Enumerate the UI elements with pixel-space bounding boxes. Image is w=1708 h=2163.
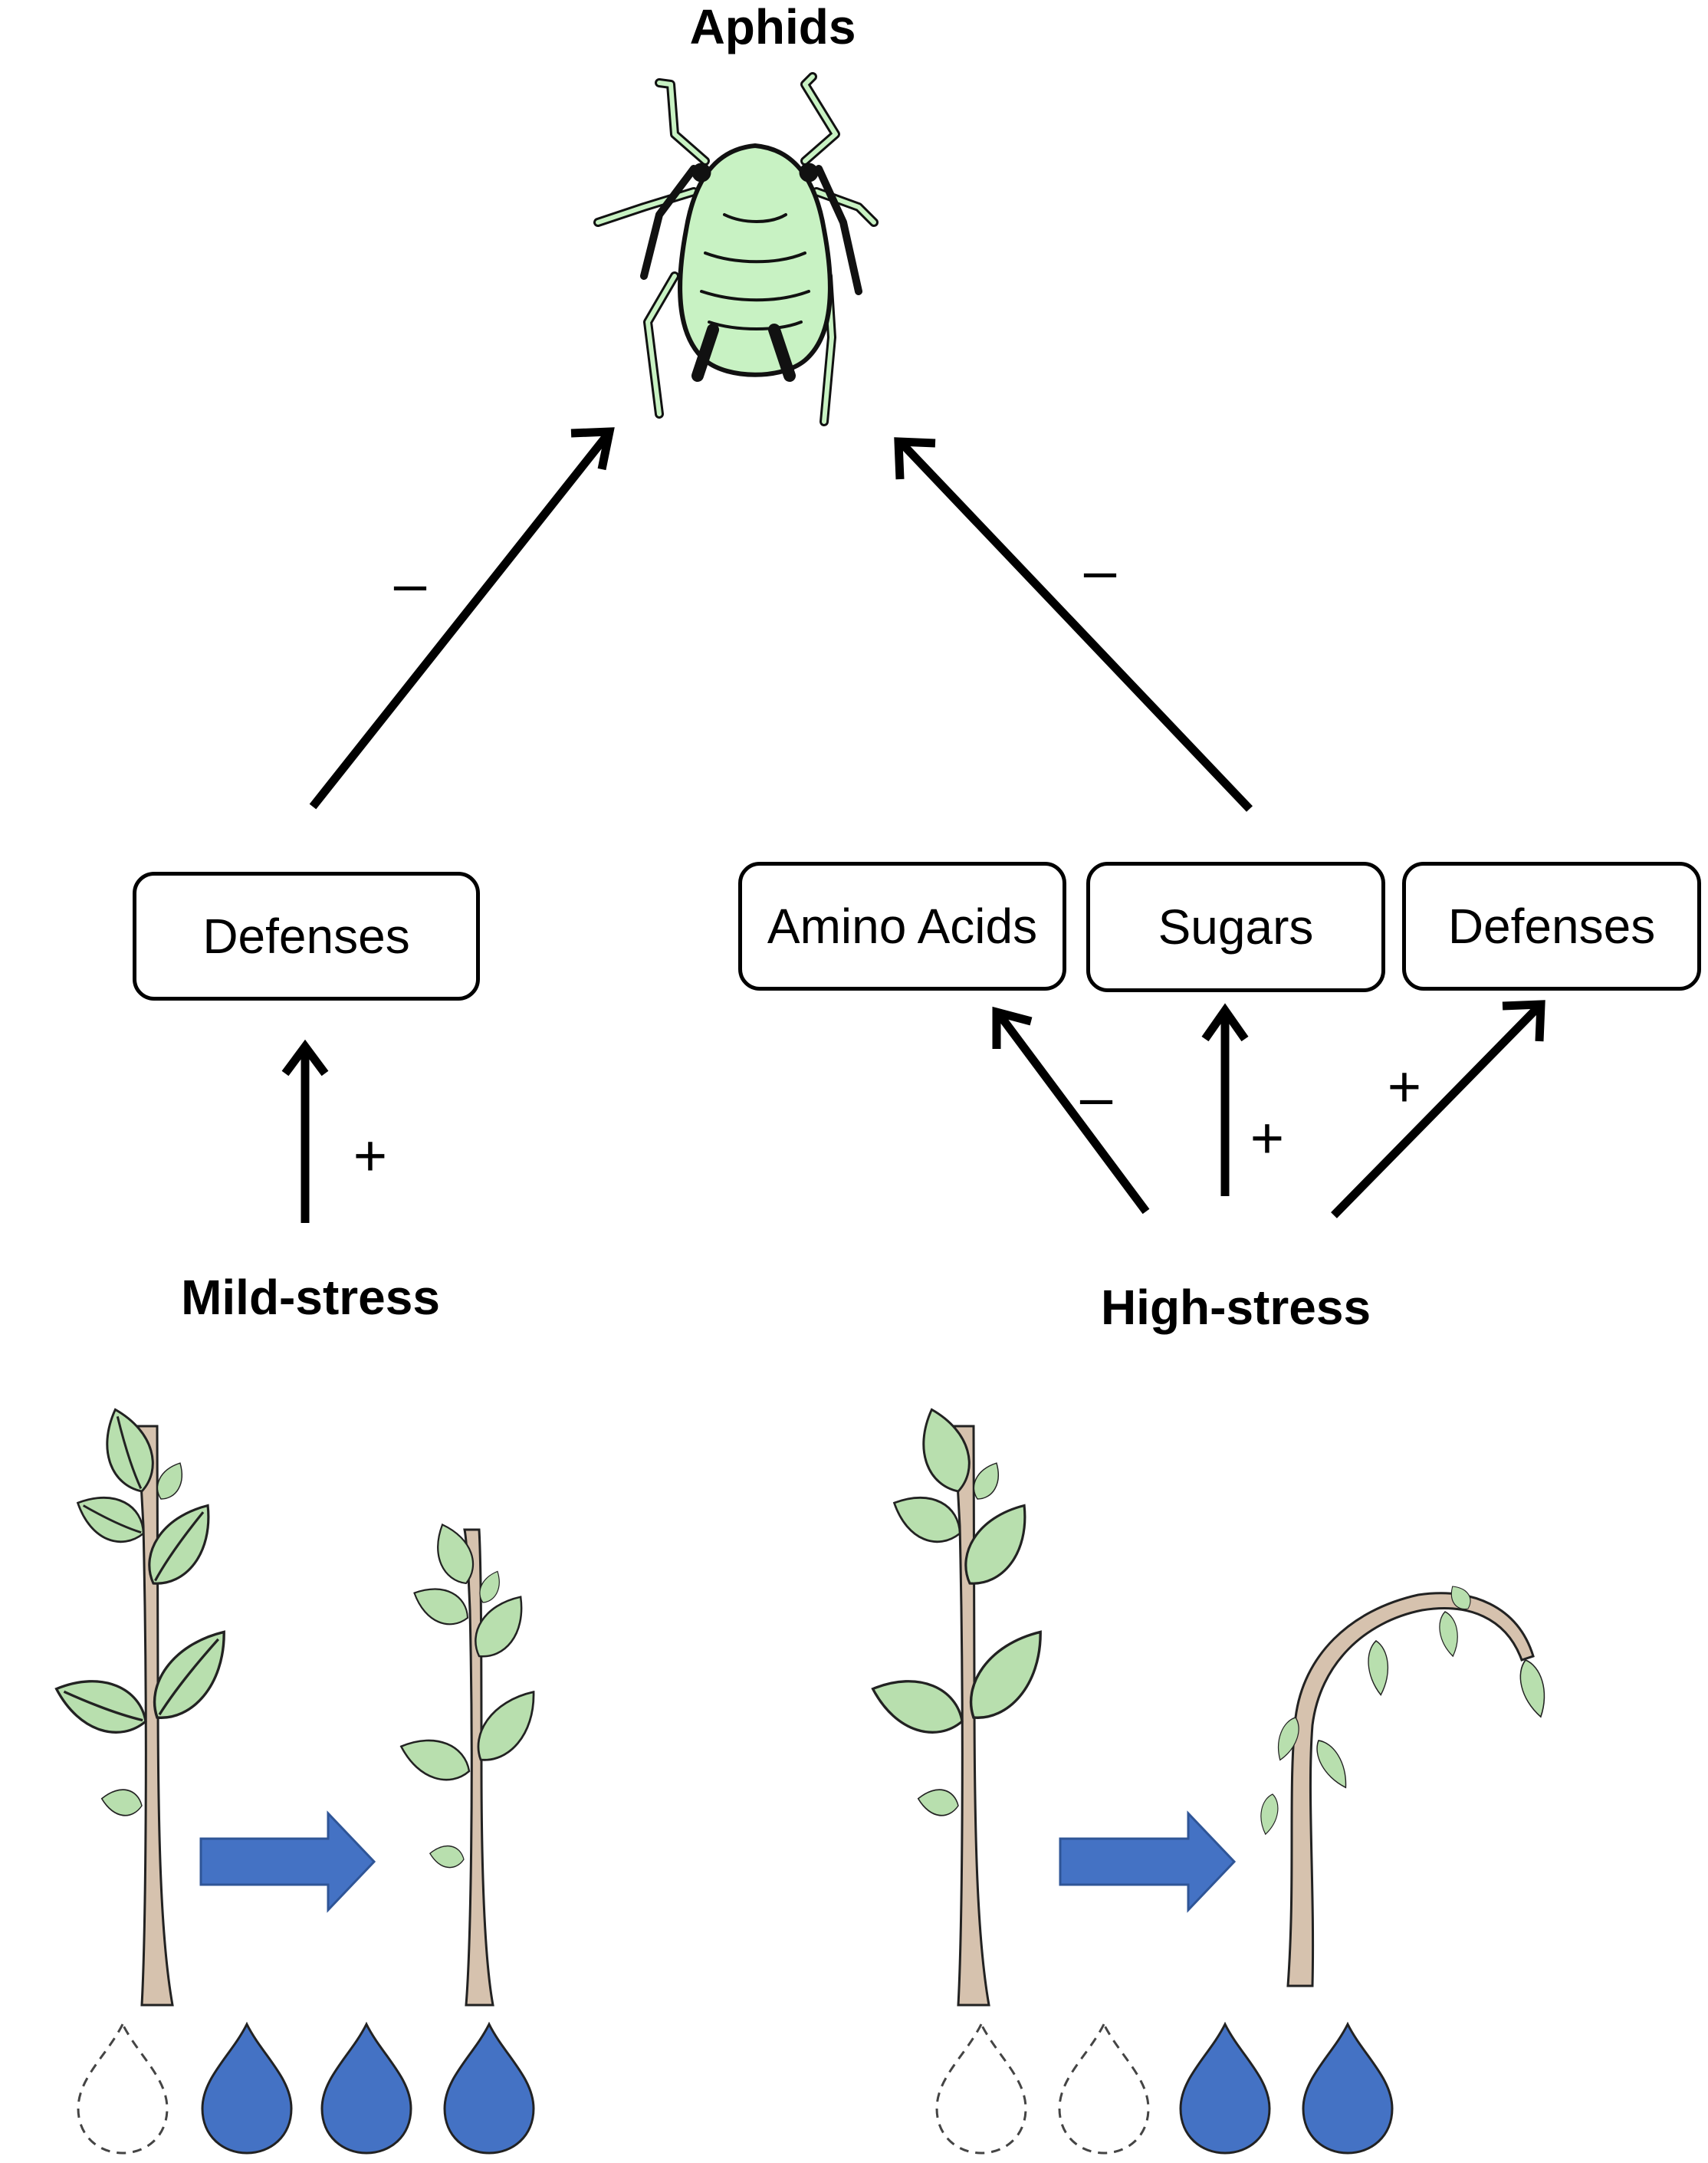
water-level-mild: [77, 2023, 535, 2155]
box-high-defenses: Defenses: [1402, 862, 1701, 991]
healthy-plant-icon: [47, 1402, 245, 2007]
box-sugars: Sugars: [1086, 862, 1385, 992]
arrowhead-mild-aphids: [570, 427, 615, 471]
arrow-high-to-defenses: [1331, 1005, 1540, 1218]
healthy-plant-icon-2: [863, 1402, 1061, 2007]
water-drop-empty-icon: [1058, 2023, 1150, 2155]
mild-stressed-plant-icon: [393, 1517, 550, 2007]
box-high-defenses-label: Defenses: [1447, 899, 1656, 954]
wilted-plant-icon: [1256, 1581, 1552, 1987]
box-mild-defenses: Defenses: [133, 872, 480, 1001]
aphids-title: Aphids: [689, 0, 856, 54]
box-amino-acids: Amino Acids: [738, 862, 1066, 991]
mild-stress-label: Mild-stress: [181, 1270, 440, 1325]
water-drop-filled-icon: [201, 2023, 293, 2155]
arrowhead-mild-defenses: [281, 1039, 329, 1077]
effect-sign-high-to-sugars: +: [1250, 1106, 1285, 1171]
arrowhead-high-defenses: [1502, 1000, 1545, 1042]
arrowhead-high-aphids: [894, 437, 936, 480]
box-amino-acids-label: Amino Acids: [767, 899, 1038, 954]
effect-sign-high-to-defenses: +: [1387, 1054, 1422, 1119]
effect-sign-high-to-aphids: –: [1083, 538, 1117, 603]
effect-sign-high-to-amino: –: [1079, 1065, 1113, 1130]
mild-transition-arrow: [199, 1810, 376, 1913]
effect-sign-defenses-to-aphids: –: [393, 551, 427, 616]
high-stress-label: High-stress: [1100, 1280, 1371, 1335]
water-drop-empty-icon: [935, 2023, 1027, 2155]
arrow-high-to-aphids: [900, 442, 1253, 812]
aphid-icon: [593, 72, 879, 426]
high-transition-arrow: [1059, 1810, 1237, 1913]
effect-sign-mild-to-defenses: +: [353, 1123, 388, 1188]
water-drop-filled-icon: [1179, 2023, 1271, 2155]
water-level-high: [935, 2023, 1394, 2155]
water-drop-empty-icon: [77, 2023, 169, 2155]
water-drop-filled-icon: [443, 2023, 535, 2155]
water-drop-filled-icon: [320, 2023, 412, 2155]
box-mild-defenses-label: Defenses: [202, 909, 410, 964]
box-sugars-label: Sugars: [1158, 899, 1314, 955]
arrow-high-to-amino: [997, 1013, 1150, 1215]
arrowhead-high-sugars: [1201, 1003, 1249, 1042]
arrow-mild-defenses-to-aphids: [309, 434, 609, 810]
water-drop-filled-icon: [1302, 2023, 1394, 2155]
arrowhead-high-amino: [992, 1006, 1033, 1049]
